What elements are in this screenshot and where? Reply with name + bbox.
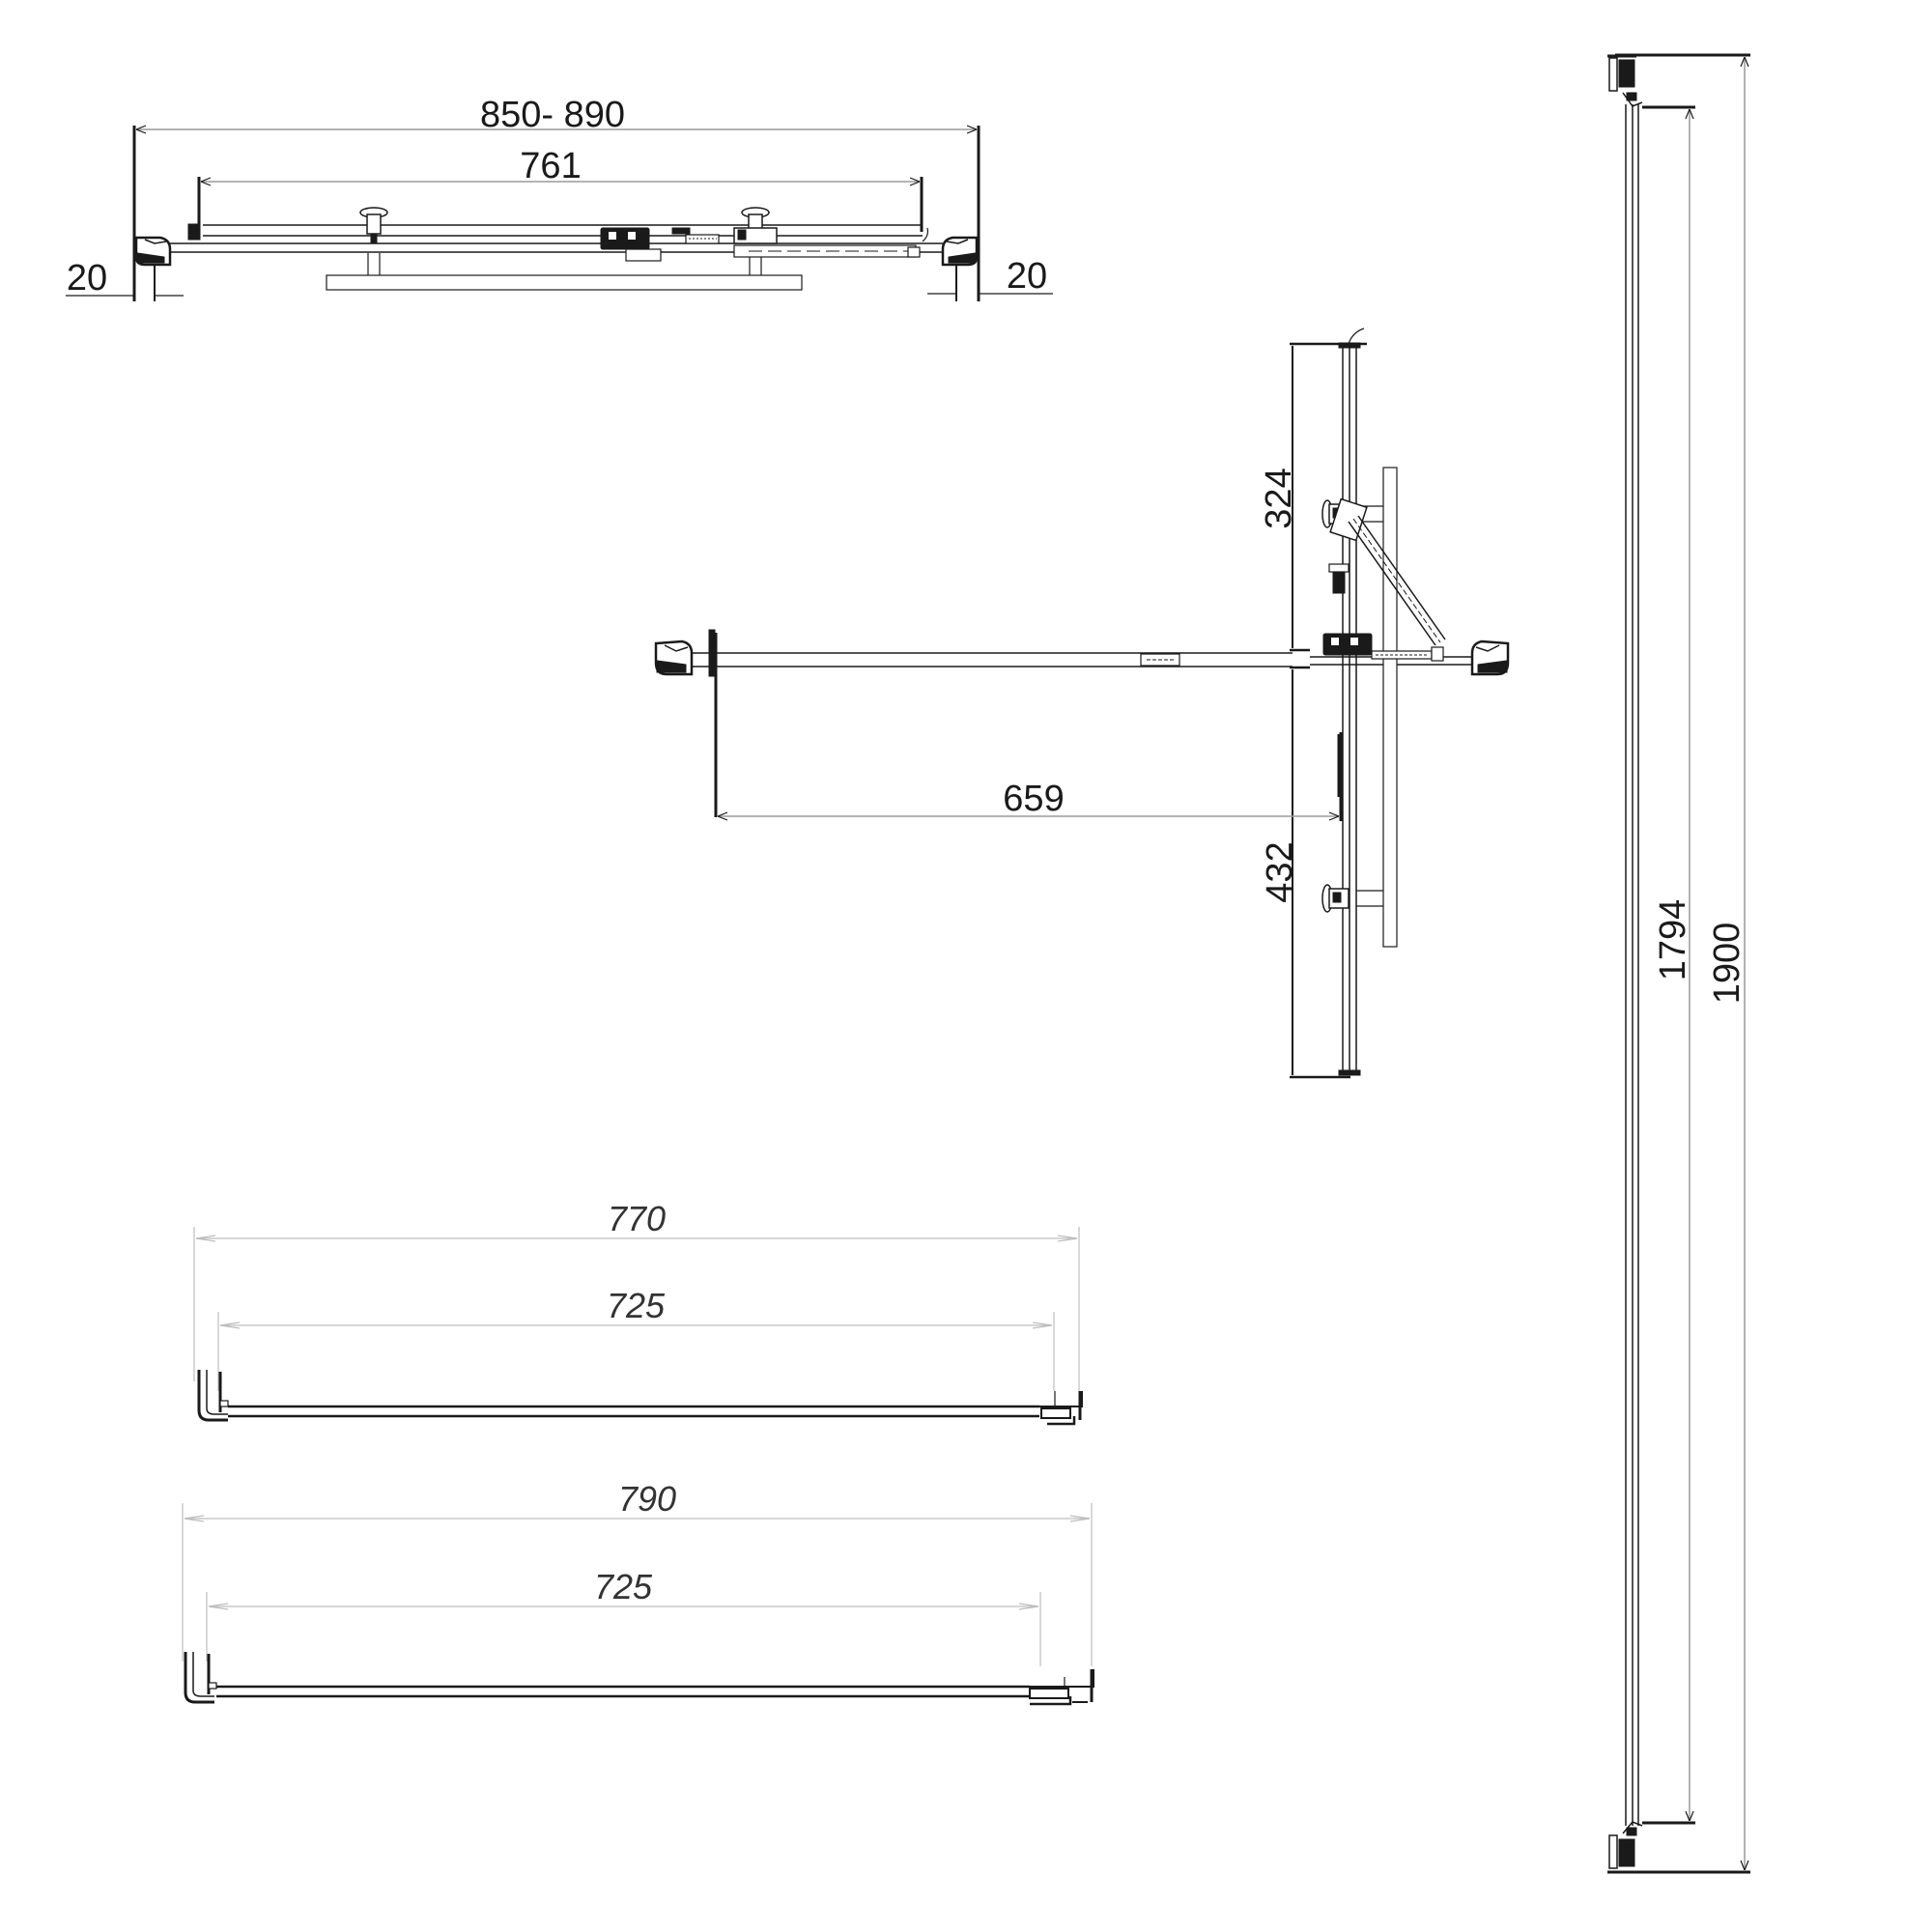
roller-assembly <box>600 227 720 262</box>
door-right-wall-profile <box>1470 639 1510 676</box>
handle-knob-right <box>733 207 778 275</box>
upper-gap-dimension: 324 <box>1259 342 1367 652</box>
top-plan-view: 850- 890 761 20 20 <box>66 95 1053 301</box>
glass-height-dimension: 1794 <box>1642 105 1695 1825</box>
panel-a-right-profile <box>1039 1391 1083 1426</box>
fixed-side-panel <box>1337 327 1398 1076</box>
tall-panel <box>1625 104 1639 1826</box>
door-width-dimension: 659 <box>714 633 1343 821</box>
glass-width-dimension: 761 <box>197 146 923 232</box>
side-knob-lower <box>1321 884 1383 913</box>
bottom-track-profile <box>1607 1821 1643 1874</box>
panel-a-glass-label: 725 <box>607 1286 666 1325</box>
side-knob-upper <box>1321 497 1383 542</box>
panel-b-overall-label: 790 <box>618 1479 676 1519</box>
handle-knob-left <box>359 207 388 275</box>
lower-gap-dimension: 432 <box>1260 666 1350 1079</box>
panel-a-left-profile <box>197 1370 229 1422</box>
right-offset-label: 20 <box>1007 256 1047 297</box>
upper-gap-label: 324 <box>1259 468 1299 528</box>
glass-width-label: 761 <box>520 146 581 186</box>
right-offset-dimension: 20 <box>927 256 1053 301</box>
panel-profile-a: 770 725 <box>193 1199 1083 1426</box>
panel-profile-b: 790 725 <box>182 1479 1094 1706</box>
door-glass-panel <box>692 652 1478 668</box>
panel-b-glass-dimension: 725 <box>206 1567 1041 1666</box>
panel-a-overall-label: 770 <box>608 1199 666 1238</box>
left-offset-label: 20 <box>67 258 107 298</box>
door-width-label: 659 <box>1003 779 1064 819</box>
glass-height-label: 1794 <box>1653 899 1693 981</box>
panel-b-overall-dimension: 790 <box>182 1479 1093 1666</box>
left-offset-dimension: 20 <box>66 258 184 301</box>
overall-width-label: 850- 890 <box>480 95 625 135</box>
top-rails <box>170 223 943 291</box>
panel-a-overall-dimension: 770 <box>193 1199 1080 1391</box>
panel-b-right-profile <box>1029 1669 1094 1706</box>
panel-b-glass-label: 725 <box>594 1567 653 1606</box>
overall-width-dimension: 850- 890 <box>132 95 980 301</box>
left-wall-profile <box>134 236 172 267</box>
door-plan-view: 324 432 659 <box>654 327 1510 1079</box>
top-track-profile <box>1607 54 1643 107</box>
door-roller-assembly <box>1322 633 1444 662</box>
overall-height-dimension: 1900 <box>1615 53 1750 1874</box>
height-elevation-view: 1900 1794 <box>1607 53 1750 1874</box>
right-wall-profile <box>941 236 979 267</box>
swing-arm <box>1328 515 1446 646</box>
lower-gap-label: 432 <box>1260 841 1300 902</box>
panel-a-glass-dimension: 725 <box>217 1286 1055 1391</box>
overall-height-label: 1900 <box>1707 923 1747 1005</box>
slide-track <box>733 227 929 258</box>
panel-b-left-profile <box>184 1652 217 1704</box>
